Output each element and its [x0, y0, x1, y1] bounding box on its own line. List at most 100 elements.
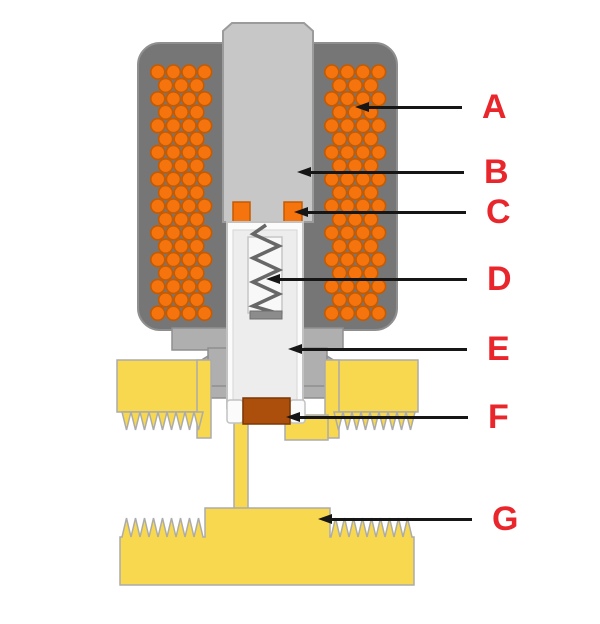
coil-dot	[323, 144, 340, 161]
arrowhead-icon	[294, 207, 308, 217]
orifice-stem	[233, 417, 249, 511]
coil-dot	[323, 251, 340, 268]
coil-dot	[370, 305, 387, 322]
coil-dot	[181, 91, 197, 107]
coil-dot	[173, 184, 189, 201]
coil-dot	[339, 305, 356, 322]
coil-dot	[181, 144, 197, 161]
arrowhead-icon	[266, 274, 280, 284]
coil-dot	[370, 144, 387, 161]
arrowhead-icon	[297, 167, 311, 177]
coil-dot	[150, 198, 166, 214]
coil-dot	[347, 131, 364, 147]
coil-dot	[150, 305, 166, 322]
coil-dot	[157, 131, 174, 147]
spring-coil	[248, 223, 284, 315]
coil-dot	[331, 131, 348, 147]
coil-dot	[339, 144, 356, 161]
coil-dot	[323, 225, 340, 241]
callout-e: E	[288, 332, 510, 366]
coil-dot	[331, 104, 348, 120]
callout-b: B	[297, 155, 509, 189]
coil-dot	[347, 184, 364, 201]
callout-d: D	[266, 262, 512, 296]
callout-letter-a: A	[482, 88, 507, 126]
coil-dot	[165, 171, 182, 187]
plunger-armature	[222, 22, 314, 223]
callout-line	[300, 415, 468, 419]
coil-dot	[189, 184, 205, 201]
coil-dot	[181, 171, 197, 187]
coil-dot	[370, 64, 387, 80]
coil-dot	[339, 225, 356, 241]
callout-letter-f: F	[488, 398, 509, 436]
shading-ring-left	[232, 201, 251, 223]
coil-dot	[196, 144, 213, 161]
coil-dot	[189, 238, 205, 254]
coil-dot	[165, 251, 182, 268]
coil-dot	[157, 238, 174, 254]
coil-dot	[189, 265, 205, 281]
coil-dot	[150, 144, 166, 161]
callout-letter-b: B	[484, 153, 509, 191]
coil-dot	[181, 198, 197, 214]
callout-line	[280, 277, 467, 281]
callout-letter-e: E	[487, 330, 510, 368]
callout-c: C	[294, 195, 511, 229]
coil-dot	[196, 278, 213, 295]
coil-dot	[323, 305, 340, 322]
coil-dot	[157, 77, 174, 94]
coil-dot	[157, 265, 174, 281]
coil-dot	[339, 117, 356, 134]
coil-dot	[157, 291, 174, 308]
coil-dot	[347, 77, 364, 94]
coil-dot	[173, 104, 189, 120]
coil-dot	[150, 64, 166, 80]
coil-dot	[362, 184, 379, 201]
coil-dot	[157, 104, 174, 120]
body-block	[116, 359, 211, 413]
coil-dot	[370, 117, 387, 134]
coil-dot	[196, 171, 213, 187]
callout-a: A	[355, 90, 507, 124]
coil-dot	[196, 225, 213, 241]
arrowhead-icon	[355, 102, 369, 112]
coil-dot	[189, 77, 205, 94]
coil-dot	[173, 211, 189, 228]
callout-line	[308, 210, 466, 214]
coil-dot	[165, 305, 182, 322]
coil-dot	[370, 251, 387, 268]
coil-dot	[189, 211, 205, 228]
coil-dot	[331, 184, 348, 201]
return-spring	[248, 223, 284, 320]
coil-winding-left	[150, 64, 213, 322]
coil-dot	[173, 238, 189, 254]
callout-letter-d: D	[487, 260, 512, 298]
arrowhead-icon	[286, 412, 300, 422]
coil-dot	[323, 64, 340, 80]
coil-dot	[181, 251, 197, 268]
coil-dot	[165, 198, 182, 214]
coil-dot	[331, 291, 348, 308]
coil-dot	[331, 238, 348, 254]
coil-dot	[181, 117, 197, 134]
coil-dot	[181, 64, 197, 80]
coil-dot	[165, 144, 182, 161]
coil-dot	[181, 305, 197, 322]
coil-dot	[355, 117, 371, 134]
coil-dot	[339, 251, 356, 268]
callout-letter-g: G	[492, 500, 519, 538]
coil-dot	[196, 117, 213, 134]
coil-dot	[189, 158, 205, 174]
coil-dot	[362, 131, 379, 147]
coil-dot	[196, 198, 213, 214]
callout-letter-c: C	[486, 193, 511, 231]
coil-dot	[150, 91, 166, 107]
callout-g: G	[318, 502, 518, 536]
coil-dot	[165, 278, 182, 295]
callout-line	[369, 105, 462, 109]
coil-dot	[173, 265, 189, 281]
coil-dot	[165, 117, 182, 134]
